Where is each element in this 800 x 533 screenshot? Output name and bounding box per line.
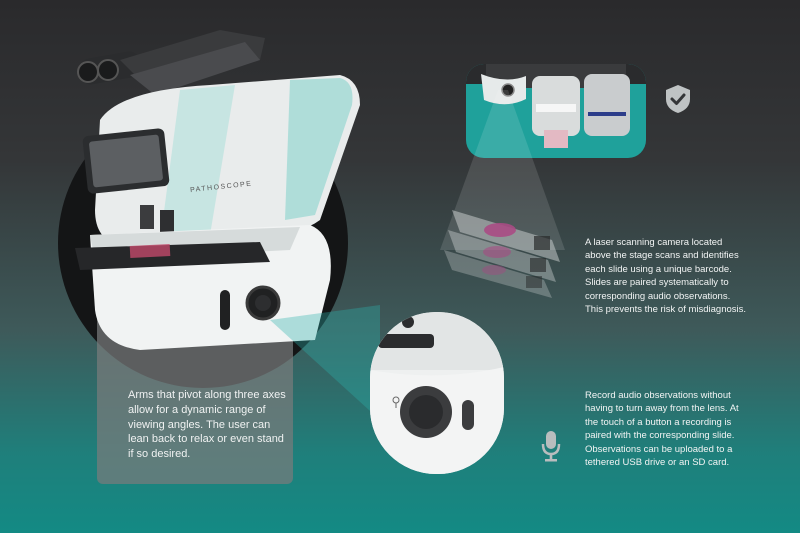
scanner-callout-text: A laser scanning camera located above th… (585, 237, 747, 316)
scanned-slides (444, 210, 560, 298)
eyepiece-group (77, 30, 265, 95)
microphone-icon (541, 431, 561, 462)
audio-callout-text: Record audio observations without having… (585, 390, 739, 469)
shield-check-icon (666, 85, 690, 113)
audio-light-cone (270, 305, 380, 420)
audio-module-illustration (370, 312, 504, 474)
microscope-illustration: PATHOSCOPE (75, 30, 360, 350)
scanner-inset-illustration (466, 64, 646, 148)
audio-module-inset (370, 312, 504, 474)
arms-callout-text: Arms that pivot along three axes allow f… (128, 389, 286, 461)
scanner-inset (466, 64, 646, 158)
laser-beam (440, 90, 565, 250)
